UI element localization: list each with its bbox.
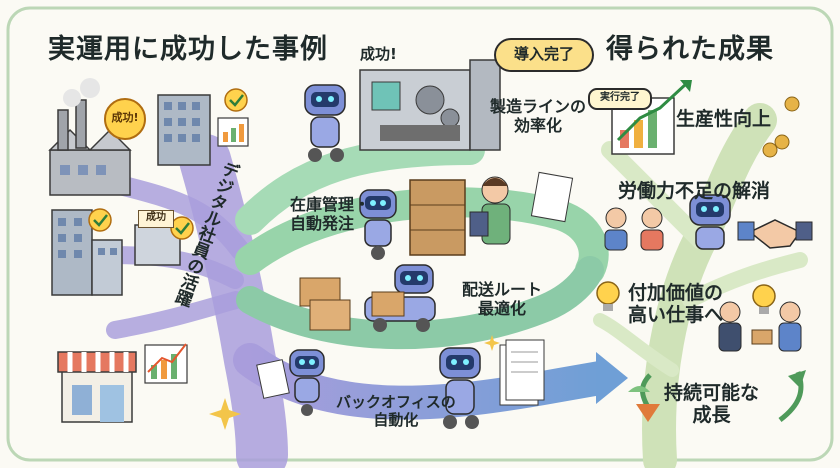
lightbulb-icon — [596, 281, 776, 314]
result-sustainable-growth: 持続可能な 成長 — [664, 382, 760, 427]
sparkle-icons — [209, 335, 500, 430]
case-delivery-route: 配送ルート 最適化 — [462, 280, 543, 318]
badge-execution-complete: 実行完了 — [588, 88, 652, 110]
manufacturing-line-illustration — [359, 59, 501, 151]
result-productivity: 生産性向上 — [676, 108, 772, 130]
speech-success: 成功! — [360, 45, 397, 63]
worker-illustration — [469, 171, 574, 245]
office-building-illustration — [157, 88, 249, 166]
team-people-icon — [604, 207, 664, 251]
title-success-cases: 実運用に成功した事例 — [48, 34, 328, 65]
shop-illustration — [57, 343, 188, 423]
badge-deployment-complete: 導入完了 — [494, 38, 594, 72]
result-labor-shortage: 労働力不足の解消 — [618, 180, 771, 202]
result-high-value-work: 付加価値の 高い仕事へ — [628, 282, 724, 327]
cycle-arrows-icon — [628, 370, 806, 422]
factory-illustration — [48, 78, 132, 196]
city-buildings-illustration — [51, 208, 194, 296]
title-results: 得られた成果 — [606, 34, 774, 65]
frame — [6, 6, 834, 462]
robot-icons — [289, 84, 731, 429]
warehouse-shelf-illustration — [299, 179, 466, 331]
case-backoffice-automation: バックオフィスの 自動化 — [336, 393, 456, 429]
business-people-icon — [718, 301, 802, 352]
results-tree — [593, 103, 808, 468]
documents-illustration — [256, 339, 545, 406]
case-manufacturing-line: 製造ラインの 効率化 — [490, 97, 587, 135]
case-inventory-ordering: 在庫管理・ 自動発注 — [290, 195, 371, 233]
handshake-icon — [737, 219, 813, 249]
sign-success: 成功 — [138, 210, 174, 228]
stamp-success: 成功! — [104, 98, 146, 140]
